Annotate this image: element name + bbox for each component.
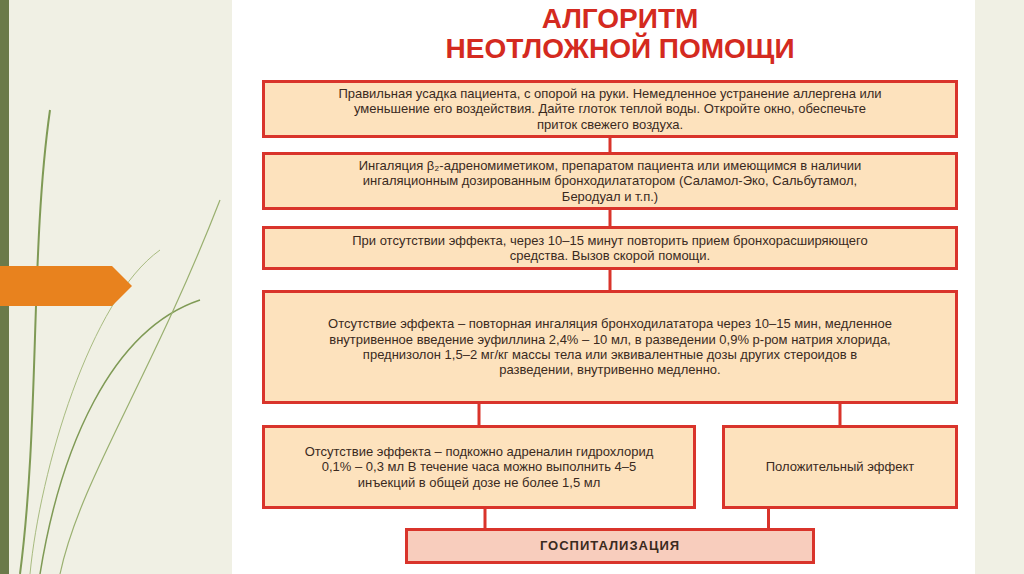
connector-line bbox=[484, 509, 487, 528]
step-text-group: Отсутствие эффекта – подкожно адреналин … bbox=[295, 444, 663, 490]
orange-arrow bbox=[0, 266, 132, 306]
connector-line bbox=[478, 404, 481, 425]
connector-line bbox=[609, 138, 612, 152]
step-box: Правильная усадка пациента, с опорой на … bbox=[262, 80, 958, 138]
step-text-group: Положительный эффект bbox=[766, 459, 914, 474]
step-box: Ингаляция β₂-адреномиметиком, препаратом… bbox=[262, 152, 958, 210]
step-text-group: Правильная усадка пациента, с опорой на … bbox=[335, 86, 885, 132]
white-panel bbox=[232, 0, 975, 574]
connector-line bbox=[767, 509, 770, 528]
step-text: Отсутствие эффекта – повторная ингаляция… bbox=[325, 316, 895, 377]
connector-line bbox=[609, 210, 612, 226]
deco-curve bbox=[20, 110, 50, 574]
step-text: Отсутствие эффекта – подкожно адреналин … bbox=[295, 444, 663, 490]
step-text: Ингаляция β₂-адреномиметиком, препаратом… bbox=[335, 158, 885, 204]
step-text: ГОСПИТАЛИЗАЦИЯ bbox=[540, 538, 680, 553]
step-box: ГОСПИТАЛИЗАЦИЯ bbox=[405, 528, 815, 564]
step-box: Отсутствие эффекта – подкожно адреналин … bbox=[262, 425, 696, 509]
step-box: Положительный эффект bbox=[722, 425, 958, 509]
connector-line bbox=[839, 404, 842, 425]
step-text-group: Отсутствие эффекта – повторная ингаляция… bbox=[325, 316, 895, 377]
step-text-group: ГОСПИТАЛИЗАЦИЯ bbox=[540, 538, 680, 553]
deco-curve bbox=[60, 200, 220, 574]
deco-curve bbox=[40, 300, 200, 574]
step-text: При отсутствии эффекта, через 10–15 мину… bbox=[345, 233, 875, 264]
step-text-group: Ингаляция β₂-адреномиметиком, препаратом… bbox=[335, 158, 885, 204]
step-box: При отсутствии эффекта, через 10–15 мину… bbox=[262, 226, 958, 270]
step-text-group: При отсутствии эффекта, через 10–15 мину… bbox=[345, 233, 875, 264]
slide-title: АЛГОРИТМ НЕОТЛОЖНОЙ ПОМОЩИ bbox=[435, 4, 805, 64]
step-box: Отсутствие эффекта – повторная ингаляция… bbox=[262, 290, 958, 404]
connector-line bbox=[609, 270, 612, 290]
step-text: Правильная усадка пациента, с опорой на … bbox=[335, 86, 885, 132]
step-text: Положительный эффект bbox=[766, 459, 914, 474]
